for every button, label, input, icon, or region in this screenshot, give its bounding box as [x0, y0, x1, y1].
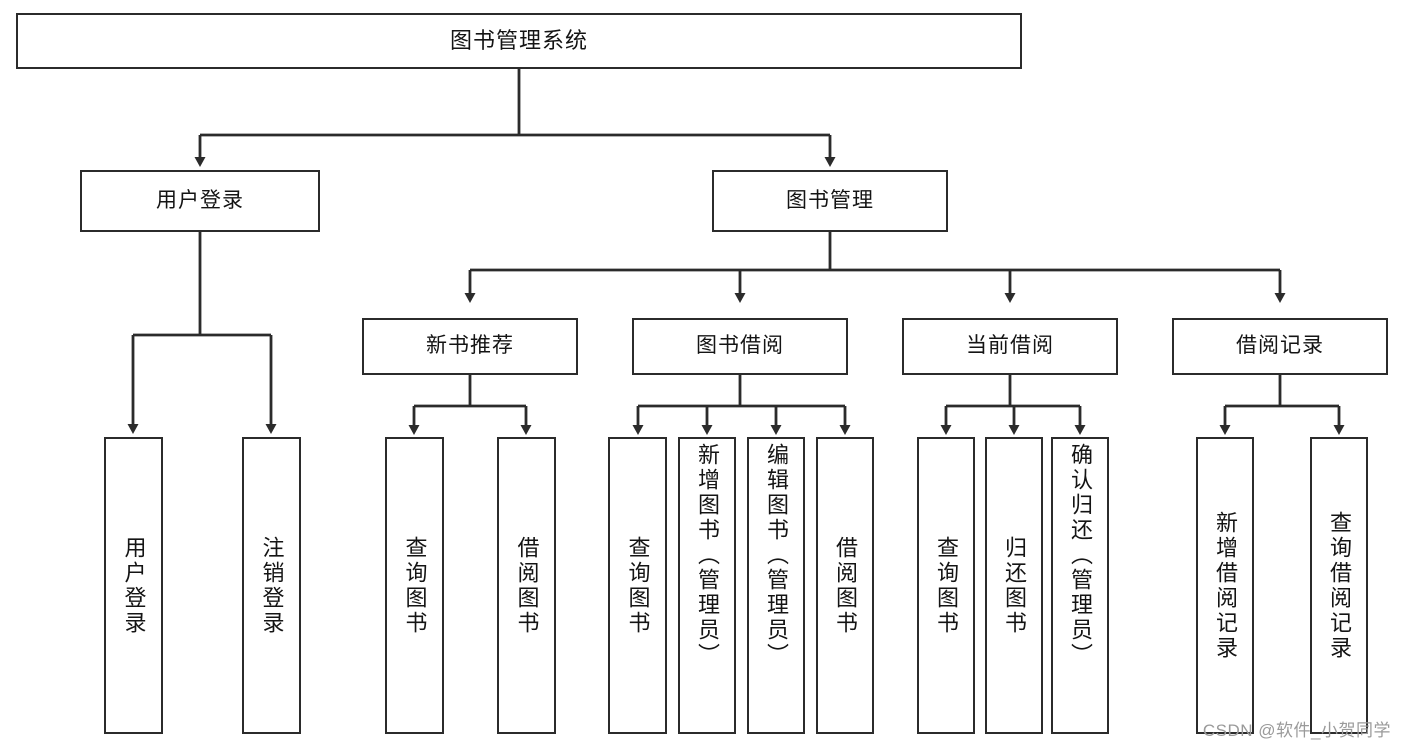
leaf-logout-login[interactable]: 注销登录	[242, 437, 301, 734]
node-label: 借阅记录	[1236, 334, 1324, 358]
node-book-manage[interactable]: 图书管理	[712, 170, 948, 232]
leaf-confirm-return-admin[interactable]: 确认归还（管理员）	[1051, 437, 1109, 734]
node-label: 借阅图书	[833, 535, 858, 636]
node-label: 当前借阅	[966, 334, 1054, 358]
node-label: 注销登录	[259, 535, 285, 636]
node-label: 借阅图书	[514, 535, 540, 636]
node-label: 新书推荐	[426, 334, 514, 358]
leaf-query-book-2[interactable]: 查询图书	[608, 437, 667, 734]
leaf-edit-book-admin[interactable]: 编辑图书（管理员）	[747, 437, 805, 734]
node-current-borrow[interactable]: 当前借阅	[902, 318, 1118, 375]
leaf-user-login[interactable]: 用户登录	[104, 437, 163, 734]
leaf-add-borrow-record[interactable]: 新增借阅记录	[1196, 437, 1254, 734]
node-label: 新增图书（管理员）	[695, 443, 720, 668]
node-label: 图书管理	[786, 188, 874, 212]
node-label: 查询借阅记录	[1327, 510, 1352, 661]
leaf-query-book-3[interactable]: 查询图书	[917, 437, 975, 734]
node-label: 查询图书	[625, 535, 651, 636]
node-label: 用户登录	[121, 535, 147, 636]
node-label: 查询图书	[402, 535, 428, 636]
node-label: 新增借阅记录	[1213, 510, 1238, 661]
node-root-system[interactable]: 图书管理系统	[16, 13, 1022, 69]
leaf-query-book-1[interactable]: 查询图书	[385, 437, 444, 734]
node-borrow-record[interactable]: 借阅记录	[1172, 318, 1388, 375]
node-label: 查询图书	[934, 535, 959, 636]
node-label: 归还图书	[1002, 535, 1027, 636]
node-label: 编辑图书（管理员）	[764, 443, 789, 668]
leaf-borrow-book-1[interactable]: 借阅图书	[497, 437, 556, 734]
node-book-borrow[interactable]: 图书借阅	[632, 318, 848, 375]
node-label: 图书借阅	[696, 334, 784, 358]
leaf-borrow-book-2[interactable]: 借阅图书	[816, 437, 874, 734]
node-new-book-recommend[interactable]: 新书推荐	[362, 318, 578, 375]
leaf-return-book[interactable]: 归还图书	[985, 437, 1043, 734]
leaf-add-book-admin[interactable]: 新增图书（管理员）	[678, 437, 736, 734]
node-user-login[interactable]: 用户登录	[80, 170, 320, 232]
leaf-query-borrow-record[interactable]: 查询借阅记录	[1310, 437, 1368, 734]
node-label: 用户登录	[156, 188, 244, 212]
node-label: 图书管理系统	[449, 28, 588, 54]
node-label: 确认归还（管理员）	[1068, 443, 1093, 668]
